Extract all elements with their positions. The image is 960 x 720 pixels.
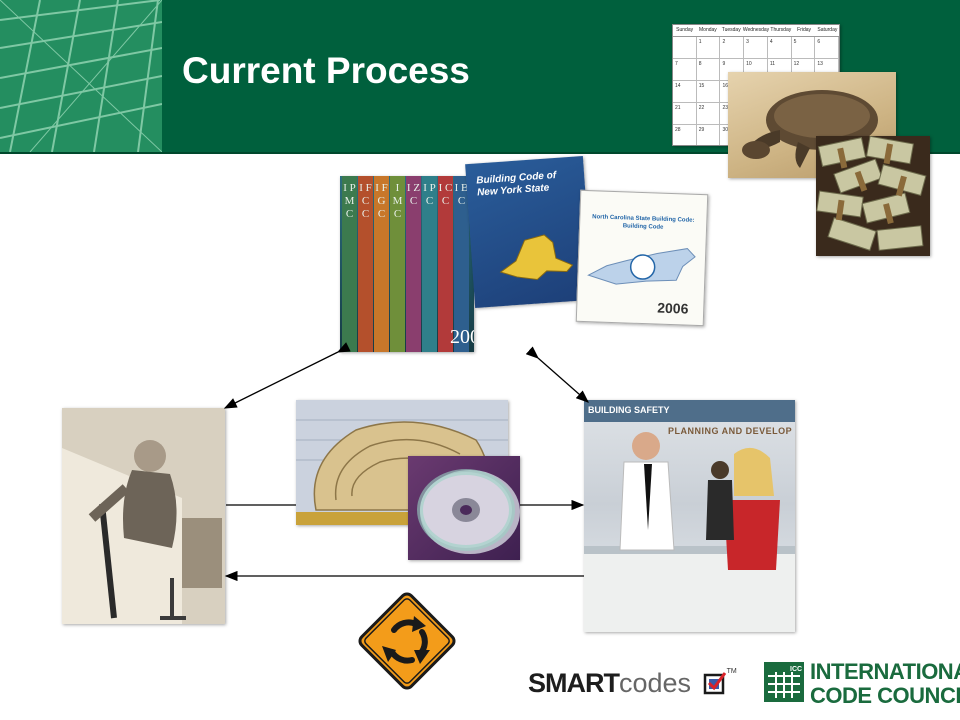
icc-logo-line2: CODE COUNCIL® bbox=[810, 684, 960, 708]
icc-badge-text: ICC bbox=[790, 666, 802, 673]
calendar-header: Sunday Monday Tuesday Wednesday Thursday… bbox=[673, 25, 839, 37]
book-spine-label: I Z C bbox=[406, 182, 421, 207]
planning-sign-text: PLANNING AND DEVELOP bbox=[668, 426, 793, 436]
calendar-date: 14 bbox=[673, 81, 697, 102]
books-year: 2006 bbox=[450, 326, 474, 348]
icc-badge-icon: ICC bbox=[764, 662, 804, 702]
turtle-illustration bbox=[742, 90, 878, 168]
calendar-date: 6 bbox=[815, 37, 839, 58]
code-books-photo: I P M C I F C C I F G C I M C I Z C I P … bbox=[340, 176, 474, 352]
calendar-date: 22 bbox=[697, 103, 721, 124]
calendar-date: 21 bbox=[673, 103, 697, 124]
smartcodes-logo: SMARTcodes TM bbox=[528, 668, 737, 699]
ny-building-code-book: Building Code of New York State bbox=[465, 156, 593, 308]
architect-photo bbox=[62, 408, 225, 624]
smartcodes-trademark: TM bbox=[726, 668, 737, 675]
book-spine-label: I P C bbox=[423, 182, 436, 207]
calendar-date: 29 bbox=[697, 125, 721, 145]
roundabout-sign-icon bbox=[358, 592, 456, 690]
nc-state-map bbox=[587, 248, 696, 285]
book-spine-label: I F C C bbox=[359, 182, 372, 220]
building-safety-sign-text: BUILDING SAFETY bbox=[588, 405, 670, 415]
icc-logo-line2-text: CODE COUNCIL bbox=[810, 683, 960, 708]
calendar-day: Sunday bbox=[676, 27, 694, 33]
book-spine-label: I C C bbox=[438, 182, 453, 207]
grid-decoration bbox=[0, 0, 162, 152]
book-spine: I P M C bbox=[342, 176, 357, 352]
calendar-date: 5 bbox=[792, 37, 816, 58]
calendar-date: 9 bbox=[720, 59, 745, 80]
calendar-day: Saturday bbox=[817, 27, 838, 33]
book-spine: I F C C bbox=[358, 176, 373, 352]
calendar-date: 11 bbox=[768, 59, 792, 80]
nc-building-code-book: North Carolina State Building Code: Buil… bbox=[575, 189, 709, 327]
calendar-date: 4 bbox=[768, 37, 792, 58]
grid-decoration-art bbox=[0, 0, 162, 152]
book-spine-label: I M C bbox=[392, 182, 403, 220]
calendar-date: 7 bbox=[673, 59, 697, 80]
arrow-books-counter bbox=[525, 346, 589, 403]
calendar-date: 10 bbox=[744, 59, 768, 80]
book-spine-label: I P M C bbox=[343, 182, 356, 220]
book-spine: I Z C bbox=[406, 176, 421, 352]
arrow-books-architect bbox=[223, 342, 351, 409]
calendar-date: 28 bbox=[673, 125, 697, 145]
calendar-day: Thursday bbox=[770, 27, 792, 33]
calendar-date: 2 bbox=[720, 37, 745, 58]
header-divider bbox=[0, 152, 960, 154]
calendar-date: 1 bbox=[697, 37, 721, 58]
book-spine: I M C bbox=[390, 176, 405, 352]
building-safety-sign: BUILDING SAFETY bbox=[584, 400, 795, 422]
smartcodes-logo-bold: SMART bbox=[528, 668, 620, 698]
calendar-date bbox=[673, 37, 697, 58]
smartcodes-logo-light: codes bbox=[619, 668, 692, 698]
book-spine-label: I B C bbox=[454, 182, 469, 207]
book-spine: I C C bbox=[438, 176, 453, 352]
icc-logo-line1: INTERNATIONAL bbox=[810, 659, 960, 684]
money-photo bbox=[816, 136, 930, 256]
money-illustration bbox=[816, 136, 927, 251]
slide-title: Current Process bbox=[182, 50, 470, 91]
calendar-day: Wednesday bbox=[742, 27, 770, 33]
calendar-date: 3 bbox=[744, 37, 768, 58]
architect-illustration bbox=[62, 408, 225, 624]
calendar-day: Monday bbox=[699, 27, 717, 33]
calendar-date: 12 bbox=[792, 59, 816, 80]
calendar-date: 8 bbox=[697, 59, 721, 80]
calendar-date: 15 bbox=[697, 81, 721, 102]
cd-photo bbox=[408, 456, 520, 560]
book-spine: I B C bbox=[454, 176, 469, 352]
book-spine-label: I F G C bbox=[375, 182, 388, 220]
book-spine: I F G C bbox=[374, 176, 389, 352]
nc-seal-icon bbox=[629, 254, 656, 280]
calendar-day: Friday bbox=[797, 27, 812, 33]
book-spine: I P C bbox=[422, 176, 437, 352]
calendar-date: 13 bbox=[815, 59, 839, 80]
permit-counter-photo: BUILDING SAFETY PLANNING AND DEVELOP bbox=[584, 400, 795, 632]
checkbox-check-icon bbox=[703, 672, 726, 695]
counter-illustration bbox=[584, 432, 795, 632]
cd-disc-icon bbox=[417, 469, 520, 554]
ny-state-map bbox=[499, 234, 574, 281]
calendar-day: Tuesday bbox=[721, 27, 741, 33]
roundabout-sign bbox=[354, 588, 460, 694]
icc-logo-badge: ICC bbox=[764, 662, 804, 702]
